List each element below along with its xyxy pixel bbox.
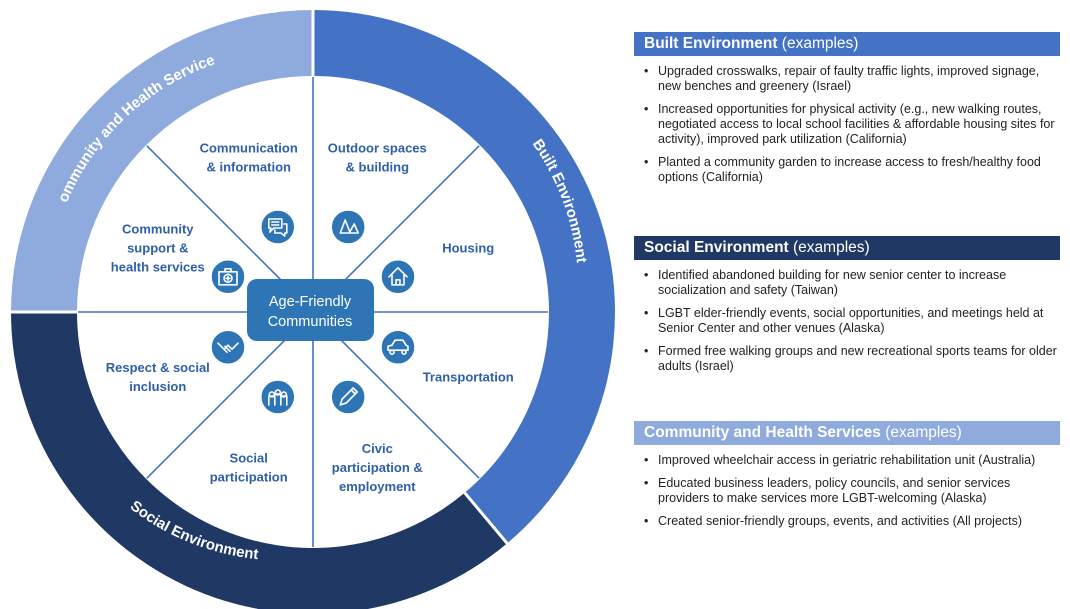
panel-title-suffix: (examples)	[793, 239, 870, 256]
icon-glyph	[218, 267, 238, 286]
list-item: Planted a community garden to increase a…	[634, 155, 1060, 185]
icon-glyph	[267, 218, 288, 237]
social-environment-ring	[11, 312, 508, 609]
icon-badge	[210, 329, 246, 365]
list-item: Upgraded crosswalks, repair of faulty tr…	[634, 64, 1060, 94]
segment-label: Social participation	[210, 451, 288, 485]
age-friendly-wheel: Outdoor spaces & buildingHousingTransport…	[11, 10, 615, 609]
icon-glyph	[267, 389, 288, 406]
segment-label-line: participation &	[332, 460, 423, 475]
segment-label-line: & information	[206, 159, 291, 174]
segment-label-line: Communication	[200, 140, 298, 155]
segment-label: Respect & social inclusion	[106, 360, 210, 394]
segment-label-line: Transportation	[423, 369, 514, 384]
list-item: Educated business leaders, policy counci…	[634, 476, 1060, 506]
segment-label-line: Community	[122, 222, 194, 237]
segment-label: Outdoor spaces & building	[328, 140, 427, 174]
list-item: Identified abandoned building for new se…	[634, 268, 1060, 298]
list-item: Created senior-friendly groups, events, …	[634, 514, 1060, 529]
chat-bubbles-icon	[260, 209, 296, 245]
segment-label-line: Civic	[362, 441, 393, 456]
segment-label-line: employment	[339, 479, 416, 494]
icon-glyph	[339, 219, 360, 234]
community-health-services-panel: Community and Health Services (examples)…	[634, 421, 1060, 529]
icon-glyph	[217, 342, 239, 354]
icon-glyph	[388, 266, 408, 286]
trees-icon	[330, 209, 366, 245]
icon-badge	[260, 379, 296, 415]
segment-label-line: inclusion	[129, 379, 186, 394]
center-label-line1: Age-Friendly	[269, 294, 352, 310]
ring-divider	[463, 491, 510, 546]
list-item: Increased opportunities for physical act…	[634, 102, 1060, 147]
panel-title: Built Environment	[644, 35, 778, 52]
panel-header: Built Environment (examples)	[634, 32, 1060, 56]
handshake-icon	[210, 329, 246, 365]
social-environment-panel: Social Environment (examples) Identified…	[634, 236, 1060, 374]
icon-glyph	[387, 339, 409, 355]
segment-label: Community support & health services	[111, 222, 205, 275]
pen-icon	[330, 379, 366, 415]
segment-label: Transportation	[423, 369, 514, 384]
icon-badge	[380, 259, 416, 295]
segment-label-line: participation	[210, 470, 288, 485]
community-health-ring	[11, 10, 313, 312]
people-icon	[260, 379, 296, 415]
segment-label: Communication & information	[200, 140, 298, 174]
panel-header: Social Environment (examples)	[634, 236, 1060, 260]
built-environment-ring	[313, 10, 615, 544]
segment-label-line: Respect & social	[106, 360, 210, 375]
segment-label-line: support &	[127, 241, 188, 256]
segment-label-line: health services	[111, 260, 205, 275]
panel-title: Social Environment	[644, 239, 789, 256]
list-item: LGBT elder-friendly events, social oppor…	[634, 306, 1060, 336]
house-icon	[380, 259, 416, 295]
icon-badge	[330, 379, 366, 415]
icon-badge	[260, 209, 296, 245]
segment-label: Housing	[442, 241, 494, 256]
center-label-line2: Communities	[268, 314, 353, 330]
list-item: Formed free walking groups and new recre…	[634, 344, 1060, 374]
segment-label-line: & building	[346, 159, 410, 174]
first-aid-kit-icon	[210, 259, 246, 295]
segment-label-line: Social	[230, 451, 268, 466]
panel-title: Community and Health Services	[644, 424, 881, 441]
segment-label: Civic participation & employment	[332, 441, 423, 494]
panel-title-suffix: (examples)	[781, 35, 859, 52]
panel-header: Community and Health Services (examples)	[634, 421, 1060, 445]
panel-title-suffix: (examples)	[885, 424, 962, 441]
built-environment-panel: Built Environment (examples) Upgraded cr…	[634, 32, 1060, 185]
icon-badge	[380, 329, 416, 365]
icon-glyph	[339, 387, 359, 406]
center-hub	[247, 279, 374, 341]
list-item: Improved wheelchair access in geriatric …	[634, 453, 1060, 468]
segment-label-line: Outdoor spaces	[328, 140, 427, 155]
car-icon	[380, 329, 416, 365]
segment-label-line: Housing	[442, 241, 494, 256]
